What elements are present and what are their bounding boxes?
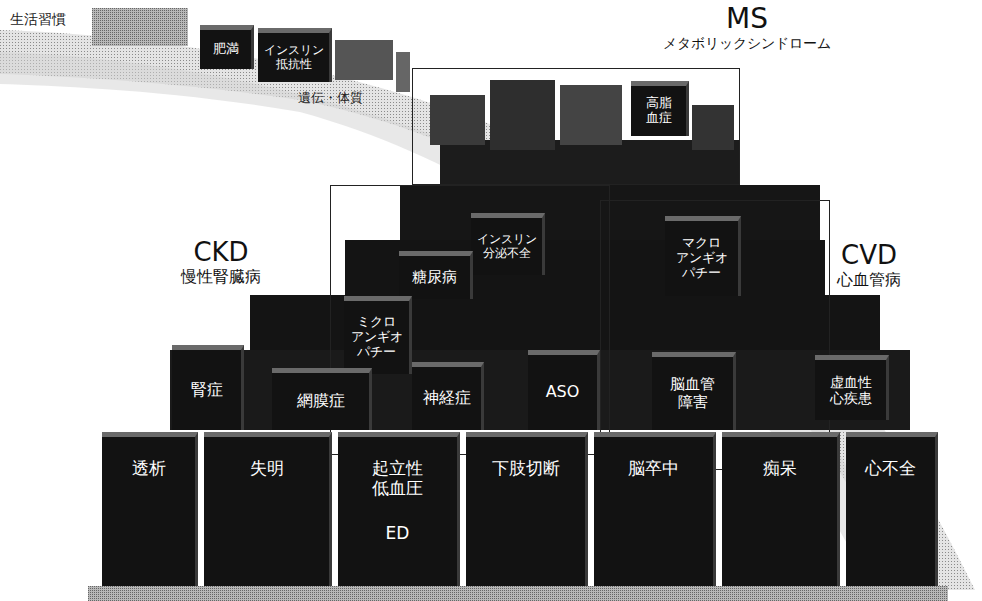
block-label: 糖尿病 [412,269,457,286]
pyramid-body [345,240,825,300]
region-name: 慢性腎臓病 [181,268,261,286]
ms-block [430,95,485,145]
block-label: 神経症 [423,389,471,407]
stream-label: 遺伝・体質 [296,88,365,108]
region-abbrev: CVD [841,241,897,271]
region-abbrev: CKD [193,238,248,268]
region-heading: CKD慢性腎臓病 [181,238,261,286]
region-name: メタボリックシンドローム [663,35,831,51]
disease-block: 高脂 血症 [631,81,689,136]
block-label: 失明 [250,459,284,479]
block-label: 網膜症 [297,392,345,410]
disease-block: インスリン 抵抗性 [258,28,332,82]
block-label: ED [386,524,410,544]
region-abbrev: MS [726,3,768,35]
ms-block [560,85,622,145]
risk-stream [0,30,975,590]
disease-block: 肥満 [200,25,254,69]
ground-floor [88,586,948,601]
pyramid-body [400,185,820,245]
disease-block: 失明 [204,432,332,586]
block-label: 高脂 血症 [646,96,672,126]
region-name: 心血管病 [837,271,901,289]
stream-block [396,52,410,92]
region-heading: MSメタボリックシンドローム [663,3,831,51]
block-label: 脳血管 障害 [670,376,715,411]
disease-block: 網膜症 [272,368,372,430]
disease-block: ミクロ アンギオ パチー [344,296,412,374]
disease-block: 糖尿病 [399,251,473,299]
block-label: 心不全 [865,459,916,479]
block-label: マクロ アンギオ パチー [676,236,728,281]
disease-block: インスリン 分泌不全 [471,213,545,275]
block-label: 下肢切断 [492,459,560,479]
disease-block: 心不全 [846,432,938,586]
block-label: 脳卒中 [628,459,679,479]
block-label: 起立性 低血圧 [372,459,423,498]
stream-label: 生活習慣 [8,10,68,30]
disease-block: 脳卒中 [594,432,716,586]
disease-block: 虚血性 心疾患 [815,355,889,420]
disease-block: 起立性 低血圧 ED [338,432,460,586]
block-label: 透析 [132,459,166,479]
region-heading: CVD心血管病 [837,241,901,289]
block-label: 痴呆 [763,459,797,479]
block-label: 腎症 [191,381,223,399]
disease-block: 神経症 [412,362,484,430]
disease-block: 痴呆 [722,432,840,586]
disease-block: ASO [528,350,600,430]
ms-block [490,80,555,150]
disease-block: 透析 [102,432,198,586]
block-label: 肥満 [213,42,239,57]
stream-block [335,40,393,80]
stream-shade [0,52,900,590]
stream-block [92,8,188,46]
disease-block: 下肢切断 [466,432,588,586]
block-label: 虚血性 心疾患 [830,374,872,406]
pyramid-body [170,350,910,430]
disease-block: 腎症 [172,345,244,430]
block-label: ミクロ アンギオ パチー [351,315,403,360]
block-label: インスリン 抵抗性 [264,44,324,72]
disease-block: マクロ アンギオ パチー [665,216,741,296]
block-label: ASO [546,383,580,401]
disease-block: 脳血管 障害 [652,352,736,430]
ms-block [692,105,734,150]
block-label: インスリン 分泌不全 [477,233,537,261]
region-frame: MSメタボリックシンドローム高脂 血症 [412,68,740,185]
